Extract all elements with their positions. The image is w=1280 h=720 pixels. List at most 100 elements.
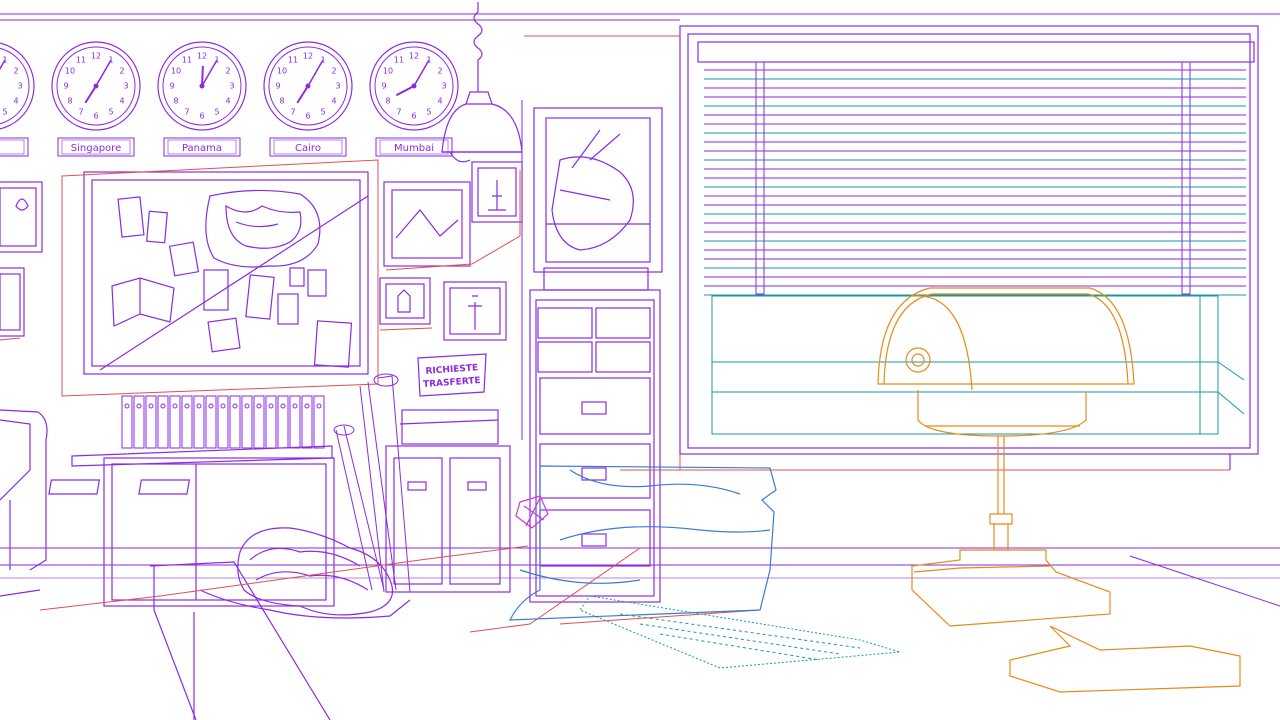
clock-numeral: 4: [331, 97, 336, 106]
clock-numeral: 3: [335, 82, 340, 91]
clock: 123456789101112: [51, 41, 141, 131]
binder-ring: [256, 403, 262, 409]
clock-numeral: 2: [225, 67, 230, 76]
clock-numeral: 9: [63, 82, 68, 91]
clock-numeral: 11: [76, 56, 86, 65]
binder-ring: [208, 403, 214, 409]
clock-numeral: 12: [303, 52, 313, 61]
travel-sign: RICHIESTE TRASFERTE: [417, 353, 487, 397]
blind-cords: [755, 61, 1191, 295]
binder: [265, 395, 277, 449]
binder: [121, 395, 133, 449]
desk-red-lines: [39, 469, 1230, 633]
clock-numeral: 8: [385, 97, 390, 106]
pendant-lamp: [441, 2, 523, 163]
clock: 123456789101112: [157, 41, 247, 131]
minute-hand: [95, 59, 112, 87]
binder: [313, 395, 325, 449]
clock-numeral: 10: [65, 67, 75, 76]
binder: [217, 395, 229, 449]
picture-frames: [379, 107, 663, 341]
clock: 123456789101112: [369, 41, 459, 131]
clock-numeral: 11: [288, 56, 298, 65]
clock-numeral: 6: [411, 112, 416, 121]
small-cabinet: [385, 409, 511, 593]
clock-numeral: 8: [279, 97, 284, 106]
binder: [205, 395, 217, 449]
hour-hand: [84, 85, 97, 104]
clock-numeral: 4: [437, 97, 442, 106]
clock-numeral: 2: [331, 67, 336, 76]
binder-ring: [244, 403, 250, 409]
clock-numeral: 4: [225, 97, 230, 106]
clock-numeral: 7: [396, 108, 401, 117]
corkboard: [83, 171, 369, 375]
binder-ring: [280, 403, 286, 409]
minute-hand: [307, 59, 324, 87]
binder-ring: [316, 403, 322, 409]
flower: [515, 495, 549, 529]
binder: [145, 395, 157, 449]
clock-numeral: 7: [184, 108, 189, 117]
minute-hand: [413, 59, 430, 87]
clock: 123456789101112: [0, 42, 35, 130]
binder: [301, 395, 313, 449]
sign-line-1: RICHIESTE: [425, 363, 478, 377]
binder: [157, 395, 169, 449]
clock-numeral: 5: [214, 108, 219, 117]
binder: [193, 395, 205, 449]
clock-numeral: 10: [277, 67, 287, 76]
clock-numeral: 8: [67, 97, 72, 106]
binder: [181, 395, 193, 449]
clock-numeral: 8: [173, 97, 178, 106]
clock-numeral: 6: [305, 112, 310, 121]
desk-lamp: [877, 287, 1241, 693]
binder-ring: [160, 403, 166, 409]
clock-numeral: 3: [229, 82, 234, 91]
clock-label-plate: Singapore: [57, 137, 135, 157]
clock-numeral: 3: [441, 82, 446, 91]
clock-label: Cairo: [295, 143, 321, 154]
clock-label: Mumbai: [394, 143, 434, 154]
binder: [169, 395, 181, 449]
clock-numeral: 3: [123, 82, 128, 91]
foreground-desk: [0, 561, 331, 720]
clock-numeral: 12: [91, 52, 101, 61]
clock-numeral: 2: [13, 67, 18, 76]
binder-ring: [172, 403, 178, 409]
binder: [253, 395, 265, 449]
binder: [229, 395, 241, 449]
clock-numeral: 9: [381, 82, 386, 91]
clock: 123456789101112: [263, 41, 353, 131]
hour-hand: [201, 65, 204, 87]
binder-ring: [232, 403, 238, 409]
floor-mat: [579, 595, 901, 669]
crumpled-bag: [199, 527, 411, 619]
chair: [0, 409, 48, 571]
clock-numeral: 2: [119, 67, 124, 76]
binder-ring: [268, 403, 274, 409]
blue-cloth: [509, 465, 777, 621]
clock-label: Singapore: [71, 143, 121, 154]
clock-numeral: 2: [437, 67, 442, 76]
clock-numeral: 9: [275, 82, 280, 91]
clock-label: Panama: [182, 143, 222, 154]
clock-label-plate: an: [0, 137, 29, 157]
clock-numeral: 12: [197, 52, 207, 61]
binder: [133, 395, 145, 449]
clock-numeral: 9: [169, 82, 174, 91]
clock-numeral: 10: [383, 67, 393, 76]
binder-ring: [304, 403, 310, 409]
left-wall-frames: [0, 181, 43, 337]
clock-numeral: 4: [119, 97, 124, 106]
clock-numeral: 7: [78, 108, 83, 117]
clock-numeral: 6: [199, 112, 204, 121]
clock-numeral: 11: [182, 56, 192, 65]
corkboard-red-outline: [0, 159, 379, 397]
clock-numeral: 5: [426, 108, 431, 117]
rolled-papers: [333, 373, 411, 593]
clock-numeral: 12: [409, 52, 419, 61]
minute-hand: [0, 59, 6, 71]
binder-ring: [220, 403, 226, 409]
minute-hand: [201, 59, 218, 87]
